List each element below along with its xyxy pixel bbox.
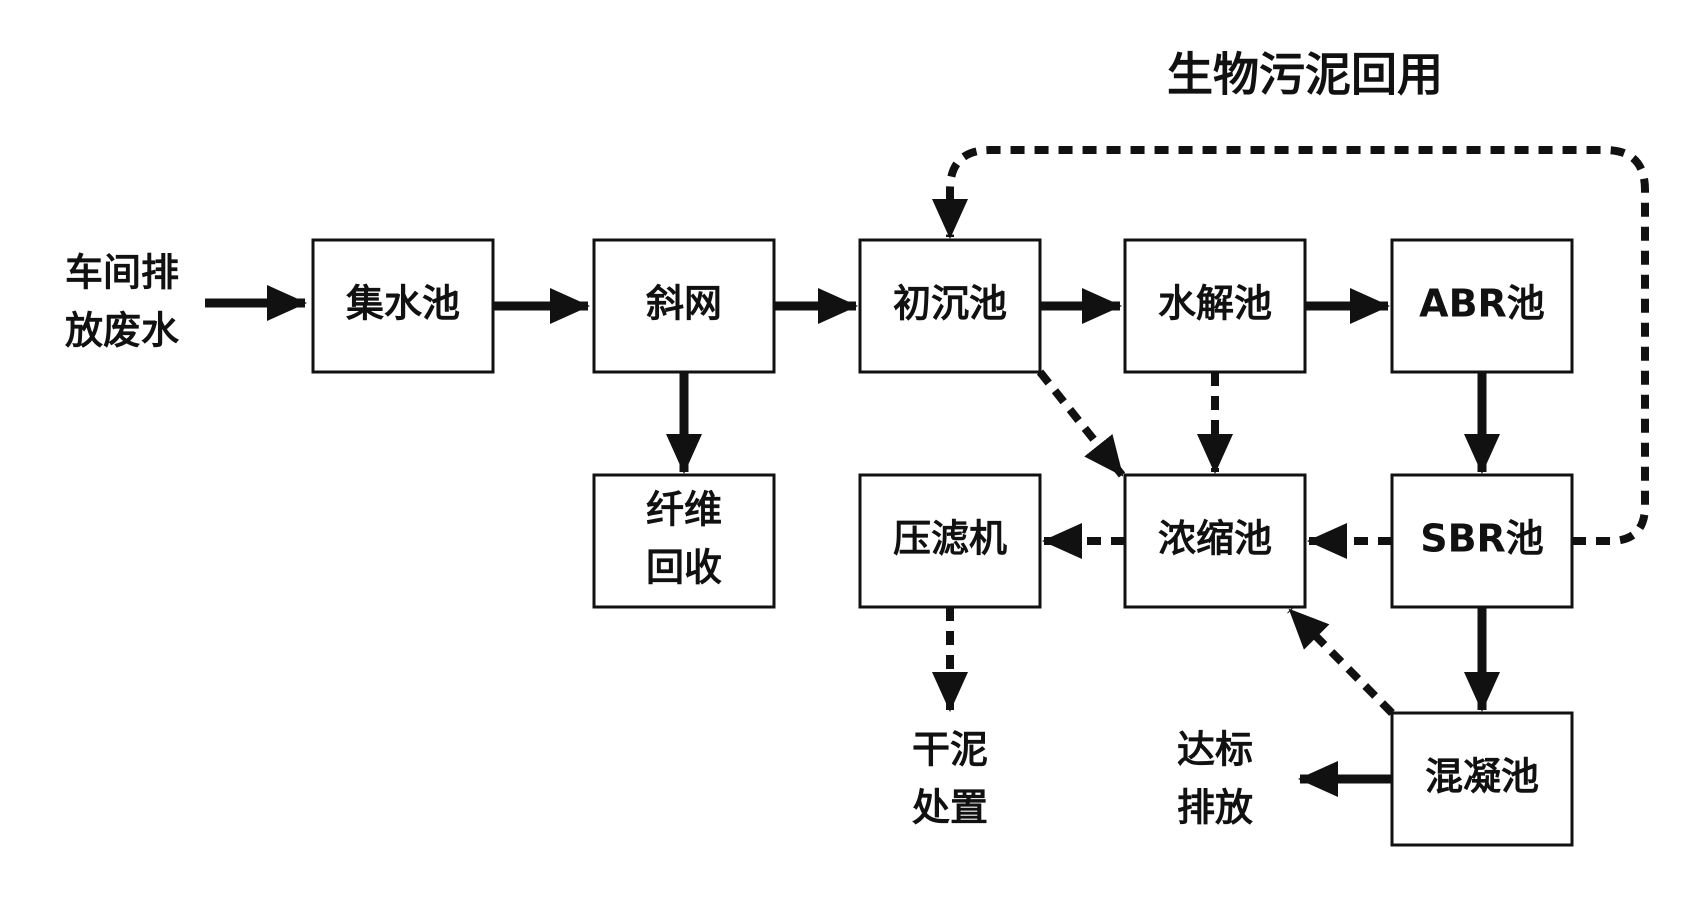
node-sbr-tank: SBR池 bbox=[1390, 473, 1574, 609]
node-thickener: 浓缩池 bbox=[1123, 473, 1307, 609]
output-discharge-line2: 排放 bbox=[1177, 786, 1253, 830]
node-collection-tank: 集水池 bbox=[311, 238, 495, 374]
diagram-title: 生物污泥回用 bbox=[1167, 48, 1443, 102]
arrow-coagulation-to-thickener bbox=[1287, 607, 1395, 716]
node-primary-settling: 初沉池 bbox=[858, 238, 1042, 374]
output-dry-sludge-line2: 处置 bbox=[912, 786, 988, 830]
node-collection-tank-label: 集水池 bbox=[345, 282, 460, 326]
output-discharge-line1: 达标 bbox=[1177, 728, 1253, 772]
node-thickener-label: 浓缩池 bbox=[1158, 517, 1272, 561]
node-abr-tank-label: ABR池 bbox=[1419, 282, 1545, 326]
node-fiber-recovery-label-line1: 纤维 bbox=[646, 488, 722, 532]
node-coagulation-tank-label: 混凝池 bbox=[1425, 755, 1539, 799]
node-coagulation-tank: 混凝池 bbox=[1390, 711, 1574, 847]
node-abr-tank: ABR池 bbox=[1390, 238, 1574, 374]
node-hydrolysis-tank-label: 水解池 bbox=[1158, 282, 1272, 326]
source-label-line2: 放废水 bbox=[65, 309, 180, 353]
node-inclined-screen-label: 斜网 bbox=[646, 282, 722, 326]
source-label-line1: 车间排 bbox=[65, 251, 179, 295]
output-dry-sludge-line1: 干泥 bbox=[912, 728, 988, 772]
node-fiber-recovery: 纤维 回收 bbox=[592, 473, 776, 609]
node-filter-press-label: 压滤机 bbox=[893, 517, 1007, 561]
node-fiber-recovery-label-line2: 回收 bbox=[646, 546, 722, 590]
arrow-primary-to-thickener bbox=[1036, 369, 1126, 478]
node-sbr-tank-label: SBR池 bbox=[1420, 517, 1544, 561]
node-inclined-screen: 斜网 bbox=[592, 238, 776, 374]
node-filter-press: 压滤机 bbox=[858, 473, 1042, 609]
node-hydrolysis-tank: 水解池 bbox=[1123, 238, 1307, 374]
node-primary-settling-label: 初沉池 bbox=[893, 282, 1007, 326]
